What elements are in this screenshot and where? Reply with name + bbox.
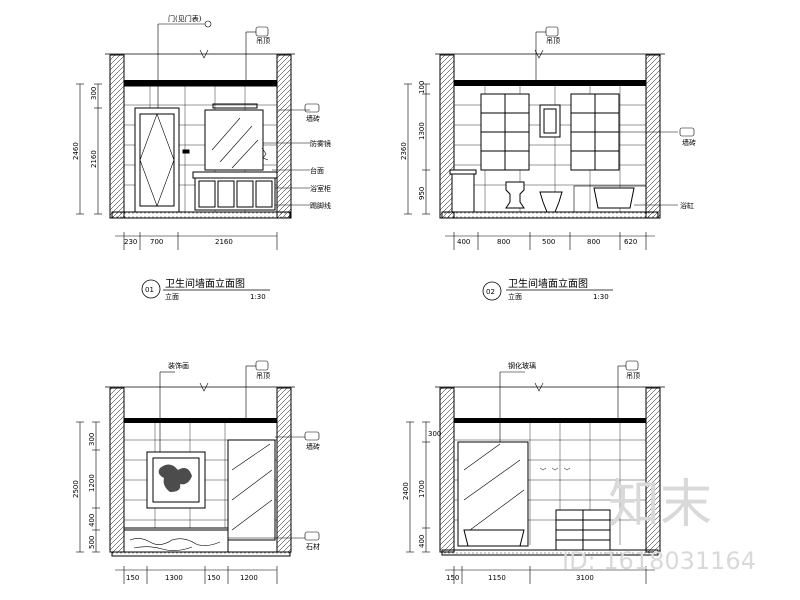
dim-h-2: 150 <box>207 574 220 582</box>
dim-h-3: 1200 <box>240 574 258 582</box>
elevation-04: 钢化玻璃 吊顶 300 1700 400 2400 150 1150 3100 <box>402 360 665 584</box>
watermark-id: ID: 1618031164 <box>562 547 756 575</box>
callout-tile: 墙砖 <box>306 442 320 451</box>
callout-mirror: 防雾镜 <box>310 139 331 148</box>
drawing-title: 卫生间墙面立面图 <box>508 277 588 290</box>
switch-icon <box>182 149 190 154</box>
watermark-brand: 知末 <box>608 475 712 535</box>
dim-h-0: 400 <box>457 238 470 246</box>
glass-partition <box>227 439 276 541</box>
dim-v-1: 2160 <box>90 150 98 168</box>
callout-ceiling: 吊顶 <box>546 37 560 45</box>
callout-tile: 墙砖 <box>306 114 320 123</box>
elevation-03: 装饰画 吊顶 墙砖 石材 300 1200 400 500 2500 <box>72 360 320 584</box>
callout-countertop: 台面 <box>310 166 324 175</box>
drawing-index-circle <box>482 281 502 301</box>
scale-value: 1:30 <box>593 293 609 301</box>
dim-h-0: 150 <box>446 574 459 582</box>
right-wall <box>276 387 292 553</box>
callout-door: 门(见门表) <box>168 14 202 23</box>
drawing-index: 02 <box>486 288 495 296</box>
wall-niche <box>539 104 561 138</box>
left-wall <box>109 387 125 553</box>
ceiling-line <box>454 80 646 86</box>
dim-h-2: 500 <box>542 238 555 246</box>
callout-skirting: 踢脚线 <box>310 201 331 210</box>
ceiling-line <box>124 80 277 86</box>
scale-value: 1:30 <box>250 293 266 301</box>
right-wall <box>645 54 661 219</box>
drawing-title: 卫生间墙面立面图 <box>165 277 245 290</box>
dim-h-2: 3100 <box>576 574 594 582</box>
toilet <box>505 181 525 209</box>
dim-v-4: 2500 <box>72 480 80 498</box>
callout-glass: 钢化玻璃 <box>508 361 536 370</box>
dim-h-1: 1150 <box>488 574 506 582</box>
tub-platform <box>123 527 229 553</box>
dim-h-3: 800 <box>587 238 600 246</box>
dim-v-1: 1700 <box>418 480 426 498</box>
ceiling-line <box>454 418 646 423</box>
door <box>134 107 180 213</box>
callout-ceiling: 吊顶 <box>626 372 640 380</box>
plant-icon <box>261 147 269 161</box>
mirror-light <box>212 103 258 109</box>
dim-v-1: 1200 <box>88 474 96 492</box>
ceiling-line <box>124 418 277 423</box>
dim-v-2: 2460 <box>72 142 80 160</box>
dim-h-1: 800 <box>497 238 510 246</box>
dim-v-3: 2400 <box>402 482 410 500</box>
dim-v-2: 400 <box>418 535 426 548</box>
dim-v-1: 1300 <box>418 122 426 140</box>
vanity-top <box>192 171 278 179</box>
dim-h-0: 230 <box>124 238 137 246</box>
dim-v-0: 300 <box>428 430 441 438</box>
dim-v-2: 950 <box>418 187 426 200</box>
sink-cabinet <box>451 171 475 213</box>
dim-h-0: 150 <box>126 574 139 582</box>
glass-shower <box>457 441 529 547</box>
elevation-02: 吊顶 墙砖 浴缸 100 1300 950 2360 400 80 <box>400 26 696 301</box>
dim-h-4: 620 <box>624 238 637 246</box>
mirror <box>204 109 264 171</box>
callout-stone: 石材 <box>306 542 320 551</box>
scale-label: 立面 <box>165 292 179 301</box>
drawing-index-circle <box>141 279 161 299</box>
callout-ceiling: 吊顶 <box>256 37 270 45</box>
drawing-index: 01 <box>145 286 154 294</box>
callout-tile: 墙砖 <box>682 138 696 147</box>
callout-ceiling: 吊顶 <box>256 372 270 380</box>
dim-h-1: 700 <box>150 238 163 246</box>
left-wall <box>109 54 125 219</box>
vanity-cabinet <box>194 177 276 211</box>
dim-v-0: 100 <box>418 81 426 94</box>
floor-slab <box>111 211 291 219</box>
floor-slab <box>441 211 659 219</box>
bathtub <box>463 529 525 547</box>
artwork-icon <box>158 464 192 492</box>
scale-label: 立面 <box>508 292 522 301</box>
dim-v-0: 300 <box>90 87 98 100</box>
bidet <box>539 191 563 213</box>
right-wall <box>276 54 292 219</box>
callout-artwork: 装饰画 <box>168 361 189 370</box>
elevation-01: 门(见门表) 吊顶 墙砖 防雾镜 台面 浴室柜 踢脚线 300 2160 246… <box>72 14 331 301</box>
dim-v-0: 300 <box>88 433 96 446</box>
bathtub <box>593 187 635 209</box>
left-wall <box>439 387 455 553</box>
dim-v-3: 2360 <box>400 142 408 160</box>
callout-bathtub: 浴缸 <box>680 201 694 210</box>
dim-h-2: 2160 <box>215 238 233 246</box>
dim-v-2: 400 <box>88 514 96 527</box>
callout-cabinet: 浴室柜 <box>310 184 331 193</box>
dim-v-3: 500 <box>88 536 96 549</box>
dim-h-1: 1300 <box>165 574 183 582</box>
watermark: 知末 ID: 1618031164 <box>562 475 756 575</box>
